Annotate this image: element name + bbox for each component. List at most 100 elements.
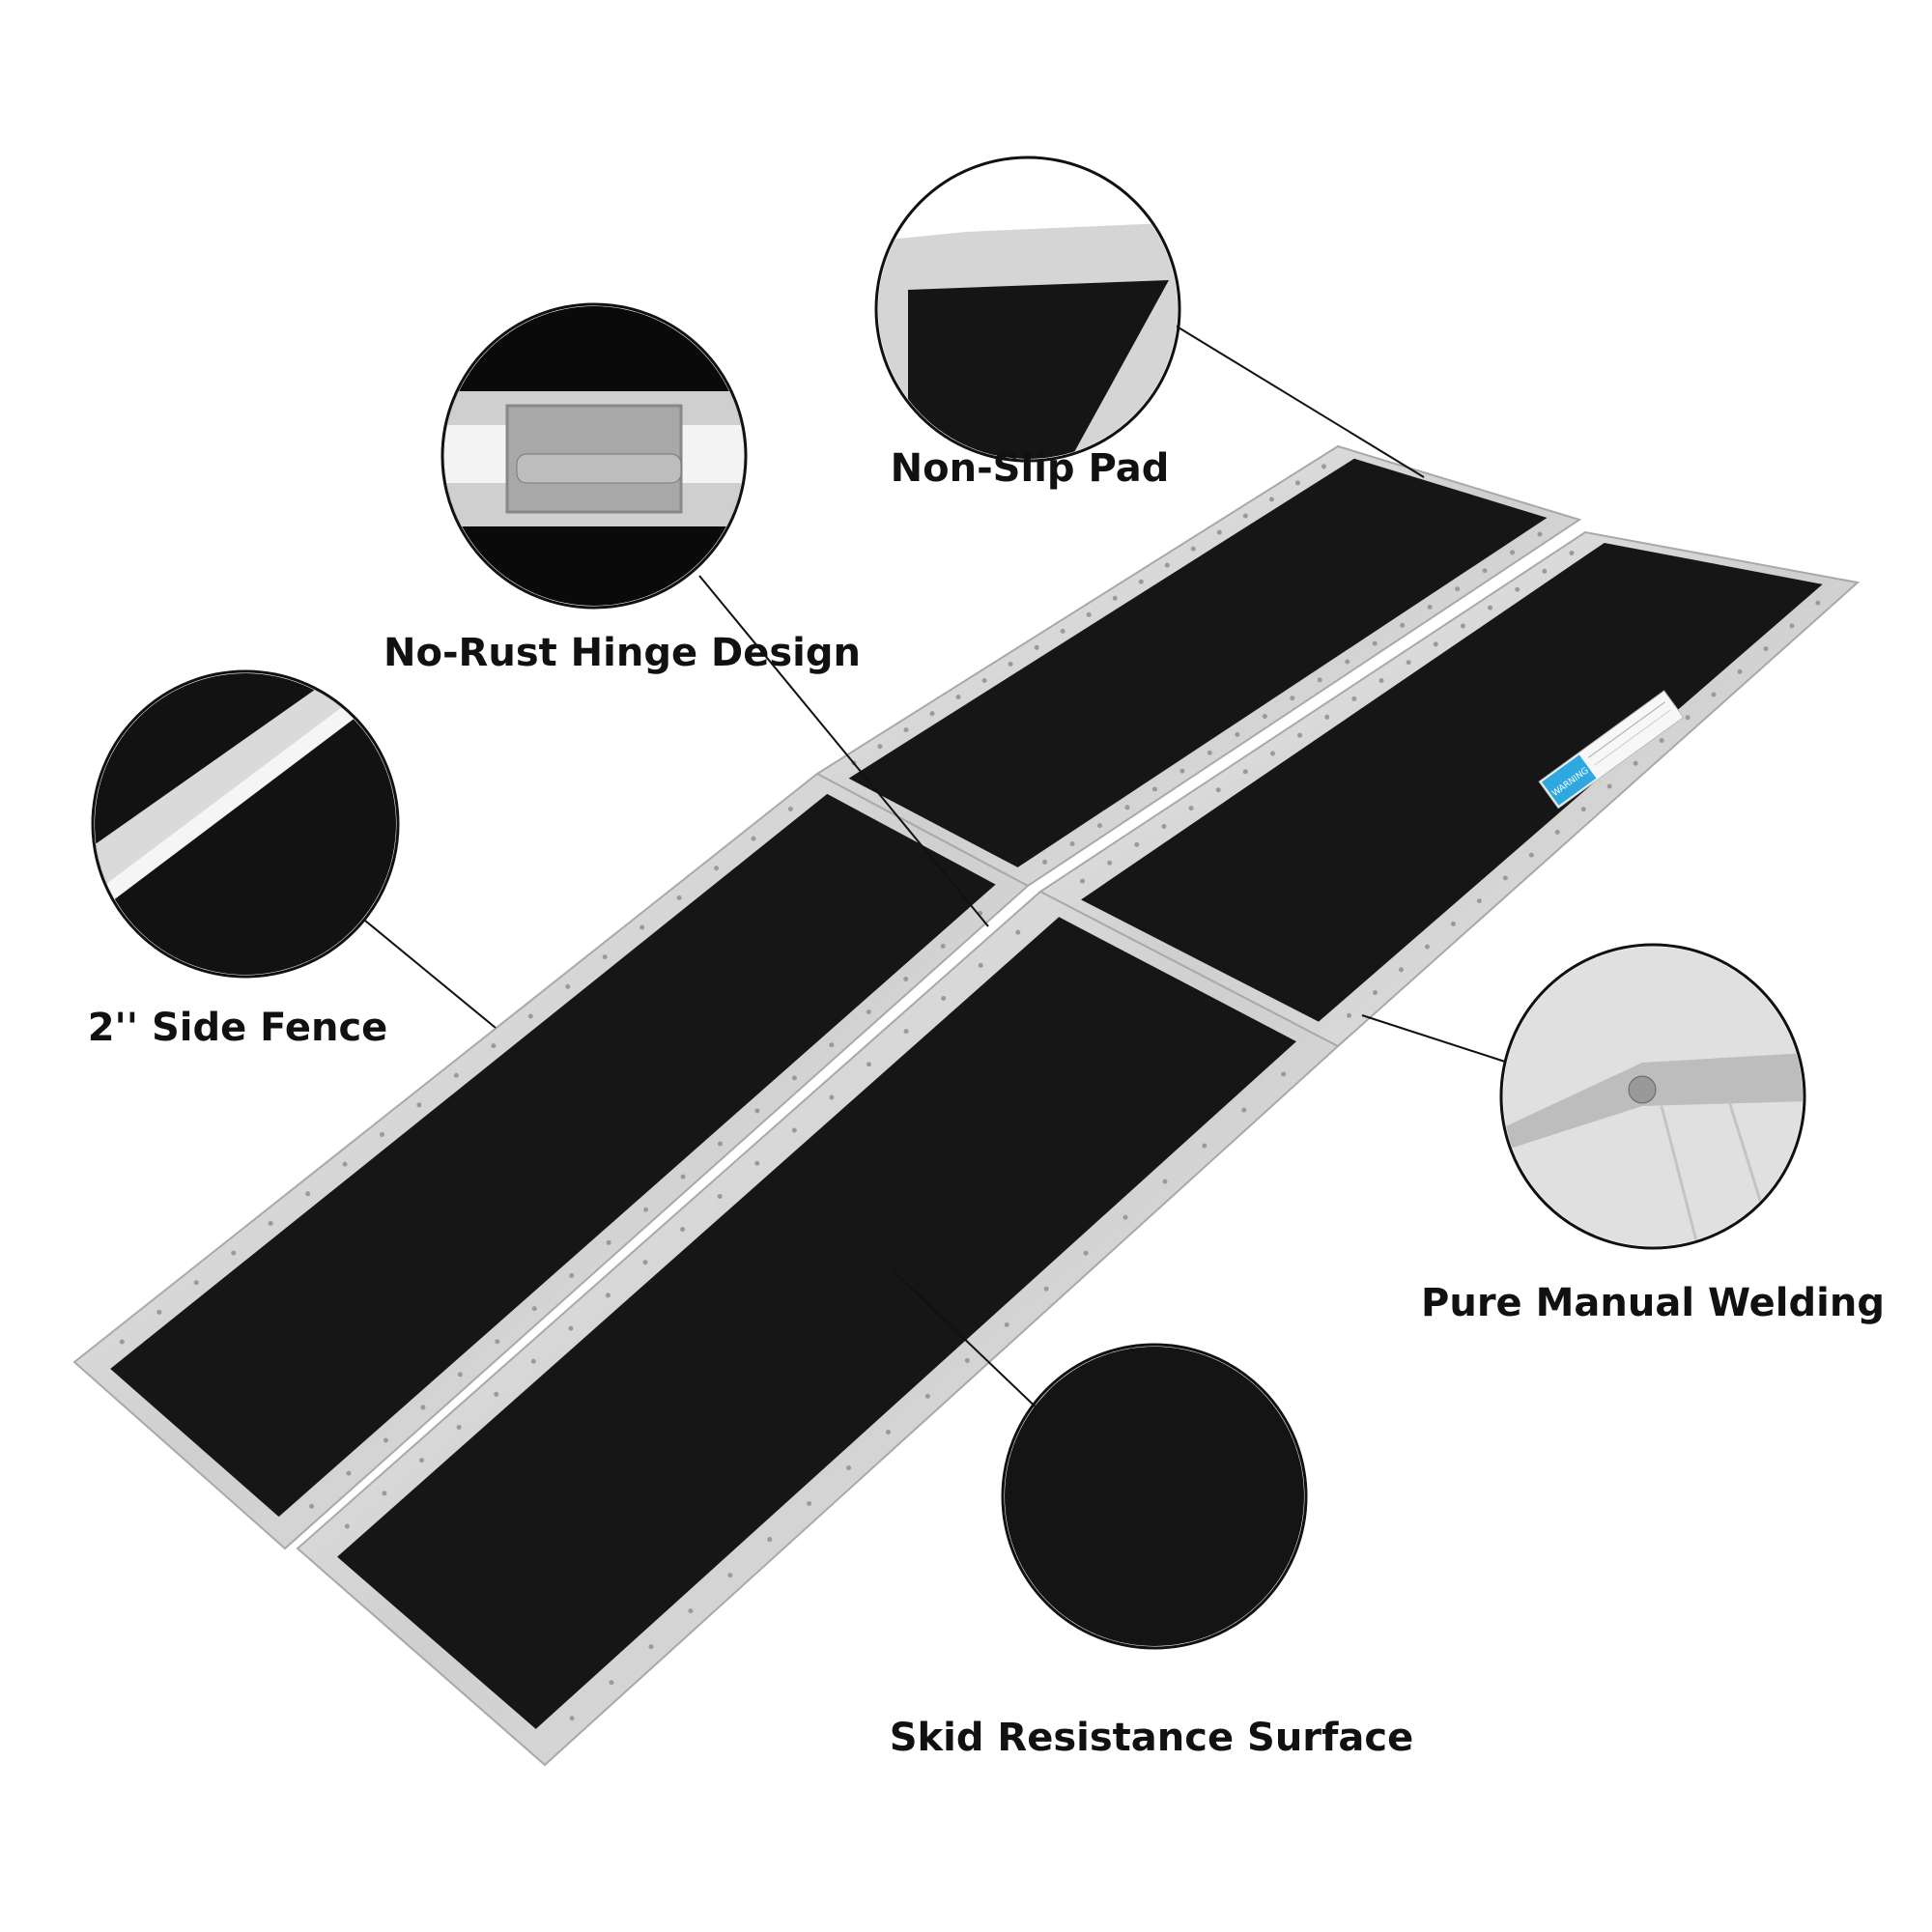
rivet: [1482, 568, 1488, 574]
rivet: [877, 744, 883, 750]
rivet: [1450, 921, 1456, 926]
rivet: [491, 1043, 497, 1049]
label-side-fence: 2'' Side Fence: [87, 1006, 388, 1050]
rivet: [1134, 841, 1140, 847]
rivet: [1179, 768, 1185, 774]
rivet: [457, 1372, 463, 1378]
rivet: [1242, 513, 1248, 519]
rivet: [1711, 692, 1717, 697]
rivet: [1207, 750, 1212, 755]
rivet: [1008, 661, 1013, 667]
rivet: [829, 1094, 835, 1100]
rivet: [981, 678, 987, 683]
rivet: [1122, 1214, 1128, 1220]
rivet: [1164, 562, 1170, 568]
rivet: [1685, 715, 1690, 721]
rivet: [1138, 579, 1144, 584]
rivet: [1400, 622, 1406, 628]
rivet: [193, 1280, 199, 1286]
rivet: [527, 1013, 533, 1019]
rivet: [1290, 696, 1295, 701]
rivet: [602, 954, 608, 960]
rivet: [1235, 731, 1240, 737]
leader-line-hinge: [698, 575, 989, 927]
rivet: [495, 1339, 500, 1345]
rivet: [380, 1132, 384, 1138]
non-slip-mat: [1081, 542, 1823, 1022]
label-non-slip-pad: Non-Slip Pad: [890, 446, 1170, 491]
rivet: [1433, 641, 1438, 647]
rivet: [268, 1220, 273, 1226]
rivet: [964, 1357, 970, 1363]
rivet: [1034, 644, 1039, 650]
rivet: [1324, 714, 1330, 720]
rivet: [1345, 659, 1350, 665]
rivet: [1190, 546, 1196, 552]
rivet: [1460, 623, 1465, 629]
rivet: [530, 1358, 536, 1364]
rivet: [1241, 1107, 1247, 1113]
ramp-panel-left-lower: [72, 772, 1030, 1550]
rivet: [791, 1075, 797, 1081]
rivet: [1060, 628, 1065, 634]
rivet: [1294, 480, 1300, 486]
rivet: [569, 1716, 575, 1721]
rivet: [1112, 595, 1118, 601]
rivet: [1424, 944, 1430, 950]
rivet: [885, 1429, 891, 1435]
rivet: [1763, 646, 1769, 652]
leader-line-skid: [891, 1268, 1045, 1416]
rivet: [1659, 738, 1664, 744]
leader-line-welding: [1361, 1014, 1506, 1063]
rivet: [569, 1272, 575, 1278]
rivet: [1202, 1143, 1208, 1149]
rivet: [1086, 611, 1092, 617]
rivet: [767, 1537, 773, 1543]
rivet: [453, 1072, 459, 1078]
rivet: [1151, 786, 1157, 792]
rivet: [606, 1239, 611, 1245]
rivet: [1372, 640, 1378, 646]
rivet: [978, 962, 983, 968]
rivet: [688, 1608, 694, 1614]
rivet: [717, 1193, 723, 1199]
rivet: [714, 866, 720, 871]
rivet: [1268, 497, 1274, 502]
rivet: [829, 1042, 835, 1048]
rivet: [903, 977, 909, 982]
ramp-panel-left-upper: [815, 444, 1582, 888]
rivet: [1815, 600, 1821, 606]
rivet: [639, 924, 645, 930]
rivet: [420, 1405, 426, 1410]
rivet: [1124, 805, 1130, 810]
detail-circle-side-fence: [91, 669, 400, 979]
rivet: [1455, 586, 1461, 592]
rivet: [342, 1161, 348, 1167]
rivet: [231, 1250, 237, 1256]
rivet: [1216, 529, 1222, 535]
rivet: [642, 1260, 648, 1265]
rivet: [1515, 586, 1520, 592]
rivet: [1398, 967, 1404, 973]
non-slip-mat: [337, 917, 1296, 1729]
rivet: [1162, 1179, 1168, 1184]
rivet: [309, 1503, 315, 1509]
rivet: [787, 806, 793, 811]
rivet: [456, 1425, 462, 1431]
rivet: [1321, 464, 1326, 469]
rivet: [867, 1062, 871, 1067]
rivet: [1015, 929, 1021, 935]
rivet: [1406, 660, 1411, 666]
rivet: [568, 1325, 574, 1331]
rivet: [1242, 769, 1248, 775]
label-hinge-design: No-Rust Hinge Design: [383, 631, 862, 675]
rivet: [1427, 604, 1433, 610]
rivet: [1537, 531, 1543, 537]
rivet: [494, 1391, 499, 1397]
rivet: [1789, 623, 1795, 629]
non-slip-mat: [110, 793, 996, 1518]
rivet: [903, 727, 909, 733]
rivet: [903, 1029, 909, 1035]
